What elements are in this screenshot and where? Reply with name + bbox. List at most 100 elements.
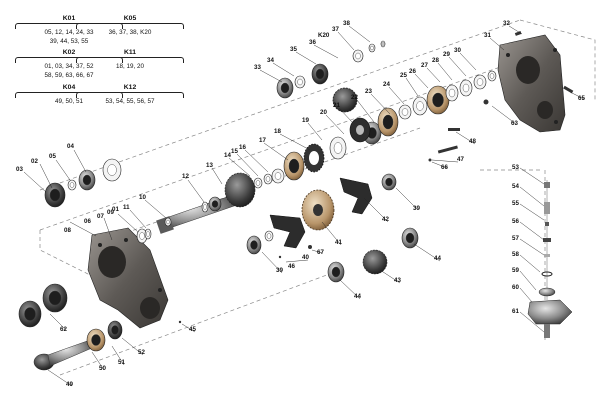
part-callout: 23 <box>365 88 372 95</box>
part-callout: 27 <box>421 62 428 69</box>
component-bore-0 <box>49 188 61 202</box>
leader-line-55 <box>519 238 545 256</box>
part-callout: 50 <box>99 365 106 372</box>
leader-line-45 <box>431 159 459 163</box>
leader-line-41 <box>379 269 401 284</box>
output-flange <box>33 339 93 371</box>
part-callout: 26 <box>409 68 416 75</box>
kit-brace <box>15 92 123 99</box>
leader-line-27 <box>459 52 477 71</box>
part-callout: 46 <box>288 263 295 270</box>
part-callout: 58 <box>512 251 519 258</box>
part-callout: 31 <box>484 32 491 39</box>
leader-line-34 <box>337 31 355 51</box>
leader-line-15 <box>279 133 311 151</box>
component-bore-31 <box>331 266 341 278</box>
part-callout: 34 <box>267 57 274 64</box>
leader-line-0 <box>39 163 53 189</box>
leader-line-40 <box>363 197 389 223</box>
kit-title: K12 <box>123 84 137 91</box>
part-callout: 04 <box>67 143 74 150</box>
leader-line-26 <box>448 56 467 77</box>
component-bore-16 <box>401 108 409 116</box>
leader-line-32 <box>295 51 317 65</box>
part-callout: 24 <box>383 81 390 88</box>
part-callout: 29 <box>443 51 450 58</box>
component-bore-27 <box>370 45 374 51</box>
leader-line-3 <box>55 159 71 181</box>
leader-line-56 <box>519 254 541 273</box>
rear-housing <box>497 34 566 133</box>
leader-line-60 <box>49 313 67 331</box>
kit-block-k11: K11 18, 19, 20 <box>70 49 190 72</box>
kit-title: K02 <box>62 49 76 56</box>
component-bore-11 <box>274 172 282 180</box>
component-bore-6 <box>166 219 170 225</box>
part-callout: 14 <box>224 152 231 159</box>
leader-line-47 <box>47 369 73 387</box>
kit-parts-line: 58, 59, 63, 66, 67 <box>44 71 94 79</box>
gears <box>224 87 388 275</box>
kit-block-k02: K02 01, 03, 34, 37, 52 58, 59, 63, 66, 6… <box>9 49 129 80</box>
kit-parts-line: 01, 03, 34, 37, 52 <box>44 63 94 71</box>
leader-line-48 <box>91 351 105 371</box>
part-callout: 10 <box>139 194 146 201</box>
component-bore-37 <box>111 325 119 335</box>
kit-parts-line: 05, 12, 14, 24, 33 <box>44 29 94 37</box>
part-callout: 28 <box>432 57 439 64</box>
part-callout: 61 <box>512 308 519 315</box>
leader-line-1 <box>23 171 47 193</box>
component-bore-9 <box>255 180 261 186</box>
leader-line-10 <box>211 167 223 185</box>
leader-line-5 <box>103 217 113 241</box>
leader-line-9 <box>187 179 205 203</box>
kit-block-k12: K12 53, 54, 55, 56, 57 <box>70 84 190 107</box>
leader-line-46 <box>455 131 476 145</box>
component-bore-13 <box>333 142 343 154</box>
kit-brace <box>76 57 184 64</box>
part-callout: 63 <box>511 120 518 127</box>
leader-line-42 <box>413 243 441 262</box>
component-bore-21 <box>476 78 484 86</box>
component-bore-4 <box>139 232 145 240</box>
component-bore-24 <box>297 78 303 86</box>
leader-line-31 <box>272 62 295 77</box>
component-bore-19 <box>448 88 456 98</box>
part-callout: 51 <box>118 359 125 366</box>
part-callout: 47 <box>457 156 464 163</box>
part-callout: 38 <box>343 20 350 27</box>
component-bore-29 <box>250 240 258 250</box>
part-callout: 20 <box>320 109 327 116</box>
part-callout: 15 <box>231 148 238 155</box>
component-bore-5 <box>146 231 150 237</box>
kit-brace <box>76 23 184 30</box>
leader-line-38 <box>285 259 309 263</box>
component-bore-2 <box>82 174 92 186</box>
part-callout: 59 <box>512 267 519 274</box>
kit-title: K11 <box>123 49 137 56</box>
part-callout: 03 <box>16 166 23 173</box>
part-callout: 08 <box>64 227 71 234</box>
leader-line-19 <box>356 99 375 123</box>
leader-line-17 <box>325 114 345 135</box>
part-callout: 01 <box>112 206 119 213</box>
leader-line-30 <box>259 69 283 83</box>
component-bore-23 <box>280 82 290 94</box>
component-bore-8 <box>211 200 219 208</box>
part-callout: K20 <box>318 32 330 39</box>
component-bore-22 <box>489 73 495 79</box>
part-callout: 17 <box>259 137 266 144</box>
leader-line-53 <box>519 203 545 221</box>
kit-title: K01 <box>62 15 76 22</box>
leader-line-7 <box>144 199 167 219</box>
part-callout: 19 <box>302 117 309 124</box>
leader-line-25 <box>437 62 453 81</box>
part-callout: 65 <box>578 95 585 102</box>
component-bore-3 <box>107 164 117 176</box>
part-callout: 22 <box>351 94 358 101</box>
leader-line-36 <box>395 187 419 211</box>
kit-title: K04 <box>62 84 76 91</box>
part-callout: 44 <box>354 293 361 300</box>
front-housing <box>87 227 169 329</box>
